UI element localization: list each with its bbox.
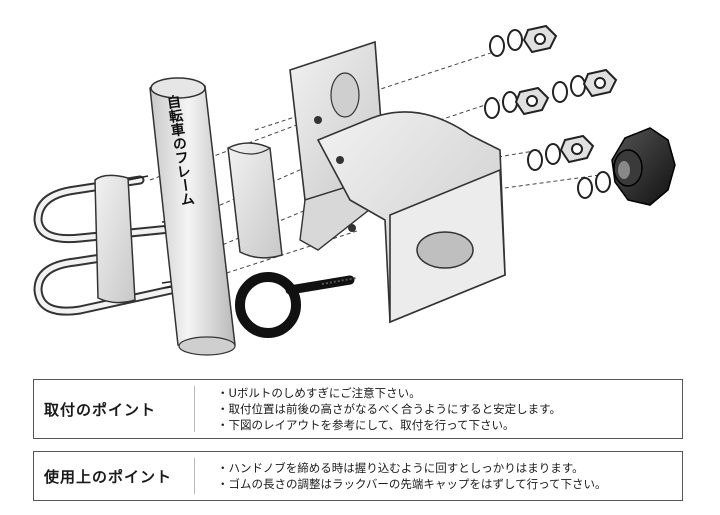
hardware-row-1 bbox=[489, 24, 558, 57]
usage-points-box: 使用上のポイント ハンドノブを締める時は握り込むように回すとしっかりはまります。… bbox=[33, 451, 683, 501]
curved-spacer bbox=[227, 142, 283, 259]
l-bracket bbox=[289, 40, 506, 324]
install-points-title: 取付のポイント bbox=[44, 400, 157, 419]
hardware-row-2 bbox=[484, 68, 618, 119]
u-bolt-lower-inner bbox=[35, 252, 183, 314]
rubber-strap bbox=[235, 272, 357, 338]
list-item: ゴムの長さの調整はラックバーの先端キャップをはずして行って下さい。 bbox=[217, 476, 607, 492]
list-item: ハンドノブを締める時は握り込むように回すとしっかりはまります。 bbox=[217, 460, 607, 476]
bicycle-frame-tube bbox=[149, 77, 236, 356]
hand-knob-icon bbox=[611, 127, 676, 206]
divider bbox=[194, 386, 195, 432]
list-item: 下図のレイアウトを参考にして、取付を行って下さい。 bbox=[217, 417, 561, 433]
divider bbox=[194, 458, 195, 494]
install-points-box: 取付のポイント Uボルトのしめすぎにご注意下さい。 取付位置は前後の高さがなるべ… bbox=[33, 379, 683, 439]
u-bolt-upper-inner bbox=[35, 177, 183, 242]
hardware-row-3 bbox=[527, 134, 611, 199]
tube-saddle-clamp bbox=[94, 174, 136, 304]
usage-points-list: ハンドノブを締める時は握り込むように回すとしっかりはまります。 ゴムの長さの調整… bbox=[195, 460, 607, 492]
list-item: Uボルトのしめすぎにご注意下さい。 bbox=[217, 385, 561, 401]
install-points-list: Uボルトのしめすぎにご注意下さい。 取付位置は前後の高さがなるべく合うようにする… bbox=[195, 385, 561, 433]
usage-points-title: 使用上のポイント bbox=[44, 467, 173, 486]
assembly-diagram: 自転車のフレーム bbox=[33, 24, 676, 356]
list-item: 取付位置は前後の高さがなるべく合うようにすると安定します。 bbox=[217, 401, 561, 417]
